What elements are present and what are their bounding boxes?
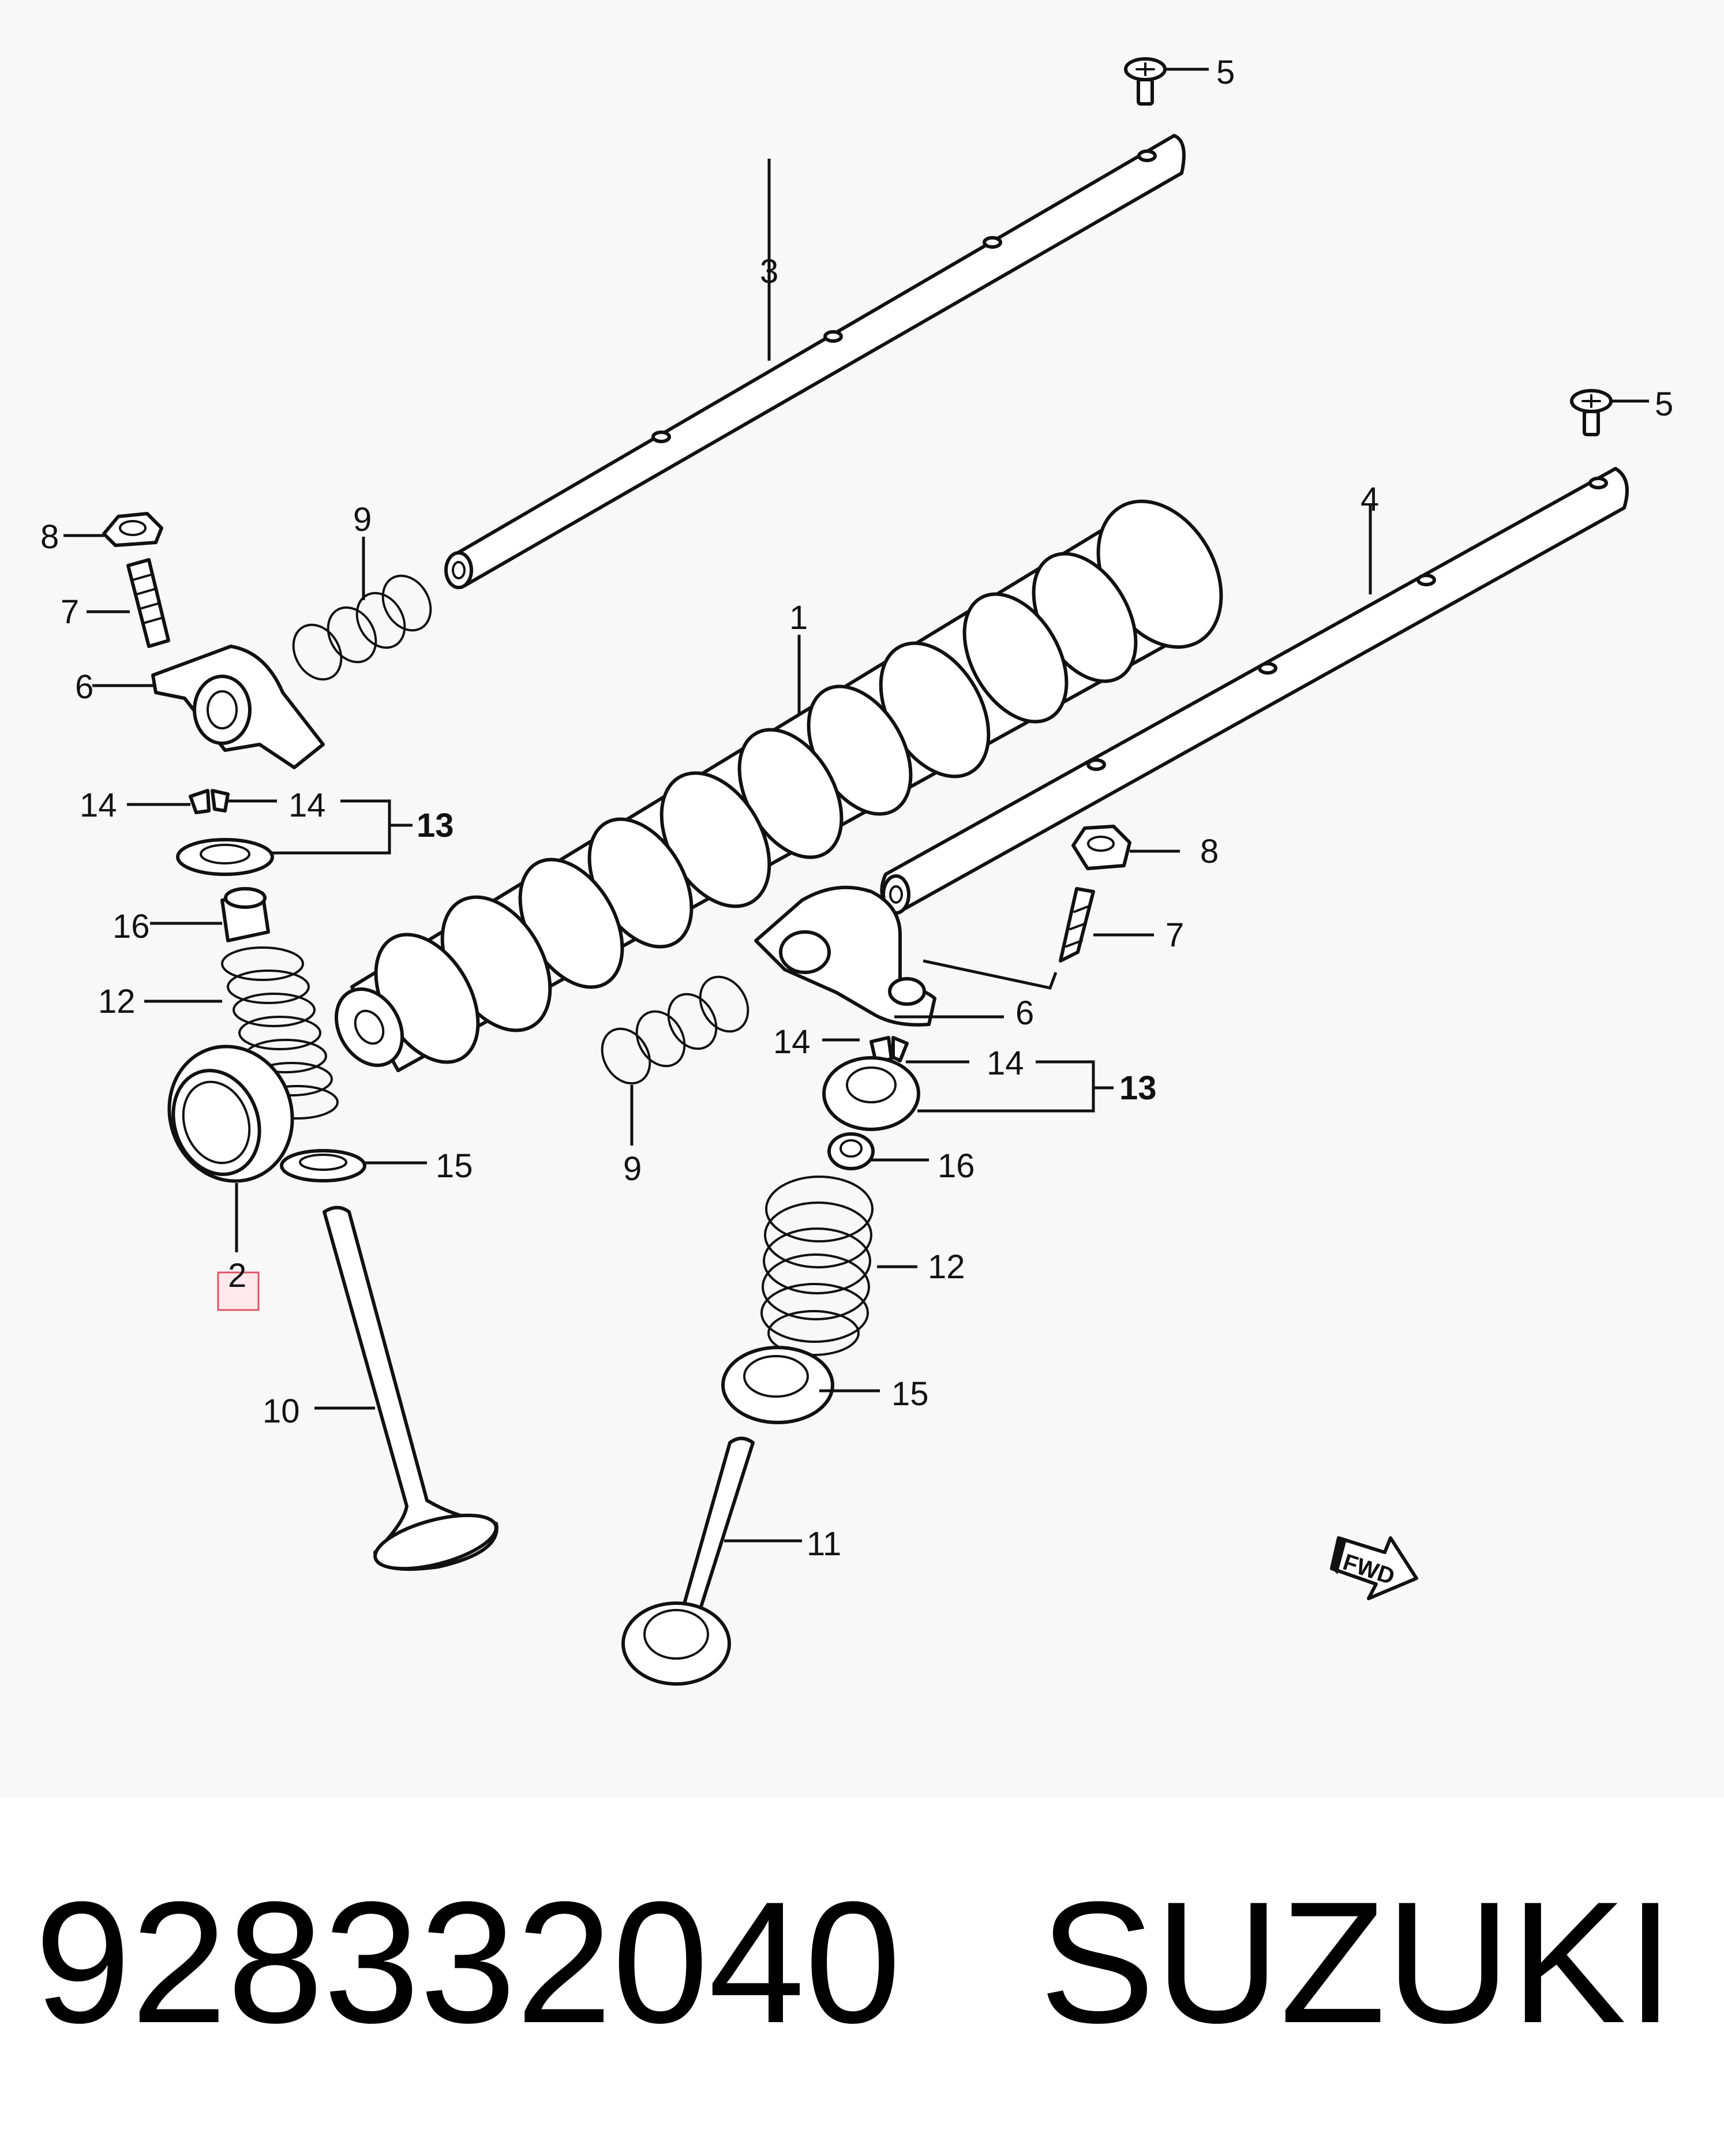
camshaft-lobes (374, 499, 1223, 1064)
caption: 928332040 SUZUKI (35, 1841, 1696, 2083)
callout-2: 2 (228, 1257, 246, 1294)
callout-12-right: 12 (928, 1248, 965, 1286)
callout-14-left-a: 14 (80, 787, 117, 824)
rocker-shaft-upper (444, 134, 1186, 589)
highlight-box-callout-2 (217, 1271, 260, 1311)
callout-6-left: 6 (75, 668, 93, 706)
callout-9-upper: 9 (353, 501, 372, 538)
spring-seat-left (280, 1149, 366, 1182)
callout-12-left: 12 (98, 983, 136, 1020)
spring-seat-right (721, 1346, 834, 1424)
rocker-spring-lower (601, 975, 749, 1085)
callout-13-right: 13 (1119, 1069, 1157, 1107)
valve-exhaust (323, 1206, 499, 1571)
stem-seal-left (220, 887, 270, 942)
part-number: 928332040 (35, 1865, 901, 2059)
fwd-arrow: FWD (1330, 1536, 1418, 1600)
retainer-left (176, 838, 274, 876)
adjuster-screw-left (126, 558, 170, 648)
rocker-arm-left (151, 645, 325, 769)
callout-3: 3 (760, 253, 778, 290)
callout-15-left: 15 (436, 1147, 473, 1185)
nut-right (1071, 825, 1131, 870)
rocker-arm-right (754, 885, 936, 1027)
callout-9-lower: 9 (623, 1150, 642, 1188)
callout-5-lower: 5 (1655, 385, 1673, 423)
callout-15-right: 15 (891, 1375, 929, 1413)
adjuster-screw-right (1059, 887, 1095, 963)
rocker-shaft-lower (880, 467, 1629, 915)
nut-left (102, 512, 163, 547)
stem-seal-right (827, 1132, 875, 1170)
valve-guide-part-2 (167, 1045, 294, 1183)
callout-8-left: 8 (40, 518, 59, 556)
leader-lines (63, 68, 1649, 1543)
valve-spring-right (760, 1176, 874, 1356)
callout-labels: 1 2 3 4 5 5 6 6 7 7 8 8 9 9 10 11 12 12 … (40, 54, 1673, 1563)
parts-diagram: FWD 1 2 (40, 54, 1674, 1686)
callout-14-left-b: 14 (288, 787, 326, 824)
callout-14-right-a: 14 (773, 1023, 811, 1061)
callout-7-right: 7 (1165, 916, 1184, 954)
callout-10: 10 (263, 1393, 300, 1430)
callout-16-left: 16 (113, 908, 150, 945)
valve-intake (621, 1436, 755, 1686)
screw-lower (1570, 389, 1613, 436)
retainer-right (822, 1056, 920, 1131)
keepers-left (189, 789, 230, 814)
callout-16-right: 16 (938, 1147, 975, 1185)
callout-1: 1 (789, 599, 808, 637)
callout-11: 11 (807, 1525, 841, 1563)
keepers-right (870, 1036, 909, 1064)
camshaft (334, 499, 1223, 1072)
callout-5-upper: 5 (1216, 54, 1235, 91)
callout-4: 4 (1361, 481, 1379, 518)
exploded-view-svg: FWD 1 2 (40, 54, 1673, 1686)
callout-7-left: 7 (61, 593, 79, 631)
callout-14-right-b: 14 (987, 1045, 1024, 1082)
screw-upper (1124, 57, 1167, 106)
brand-name: SUZUKI (1039, 1865, 1674, 2059)
callout-8-right: 8 (1200, 833, 1219, 870)
callout-6-right: 6 (1015, 994, 1034, 1032)
rocker-spring-upper (292, 574, 432, 681)
callout-13-left: 13 (417, 807, 454, 844)
